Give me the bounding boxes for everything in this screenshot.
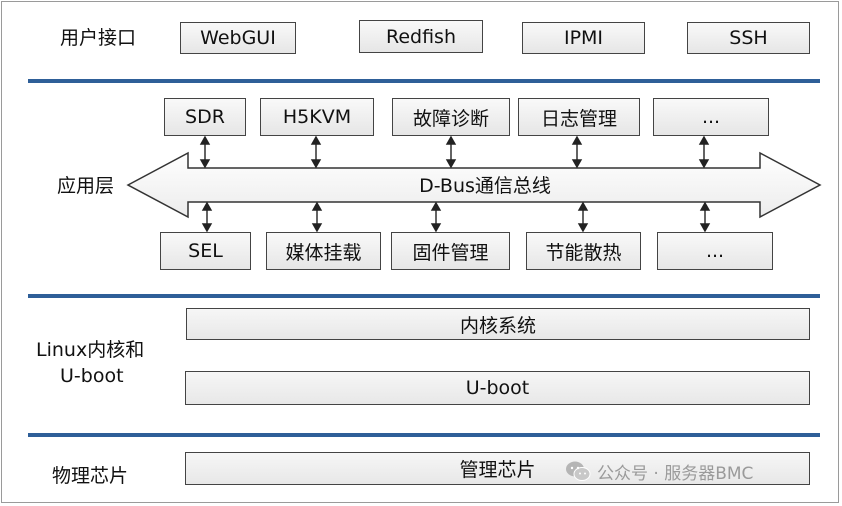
box-kernel-system: 内核系统 [186, 308, 810, 340]
box-h5kvm: H5KVM [260, 98, 374, 136]
box-management-chip: 管理芯片 [185, 452, 810, 485]
wechat-icon [566, 461, 591, 481]
layer-divider-1 [28, 79, 820, 83]
connectors-bottom [201, 201, 711, 233]
dbus-arrow [126, 151, 822, 219]
layer-label-user-interface: 用户接口 [60, 27, 137, 49]
box-sdr: SDR [164, 98, 246, 136]
box-more-top: ... [653, 98, 769, 136]
box-fault-diagnosis: 故障诊断 [392, 98, 510, 136]
connectors-top [199, 135, 710, 169]
watermark: 公众号 · 服务器BMC [565, 458, 753, 484]
layer-divider-3 [28, 433, 820, 437]
watermark-text: 公众号 · 服务器BMC [597, 463, 754, 484]
layer-label-physical-chip: 物理芯片 [52, 465, 129, 487]
box-redfish: Redfish [359, 20, 483, 53]
dbus-label: D-Bus通信总线 [419, 175, 551, 197]
box-sel: SEL [160, 232, 251, 270]
box-uboot: U-boot [185, 371, 810, 405]
layer-label-linux-kernel-line2: U-boot [60, 365, 124, 387]
box-media-mount: 媒体挂载 [266, 232, 381, 270]
box-more-bottom: ... [657, 232, 773, 270]
box-power-cooling: 节能散热 [526, 232, 641, 270]
box-webgui: WebGUI [180, 22, 296, 54]
layer-label-linux-kernel-line1: Linux内核和 [36, 339, 145, 361]
box-log-management: 日志管理 [518, 98, 640, 136]
layer-divider-2 [28, 294, 820, 298]
box-ssh: SSH [687, 22, 810, 54]
layer-label-application: 应用层 [57, 175, 115, 197]
box-ipmi: IPMI [522, 22, 645, 54]
box-firmware-management: 固件管理 [391, 232, 510, 270]
